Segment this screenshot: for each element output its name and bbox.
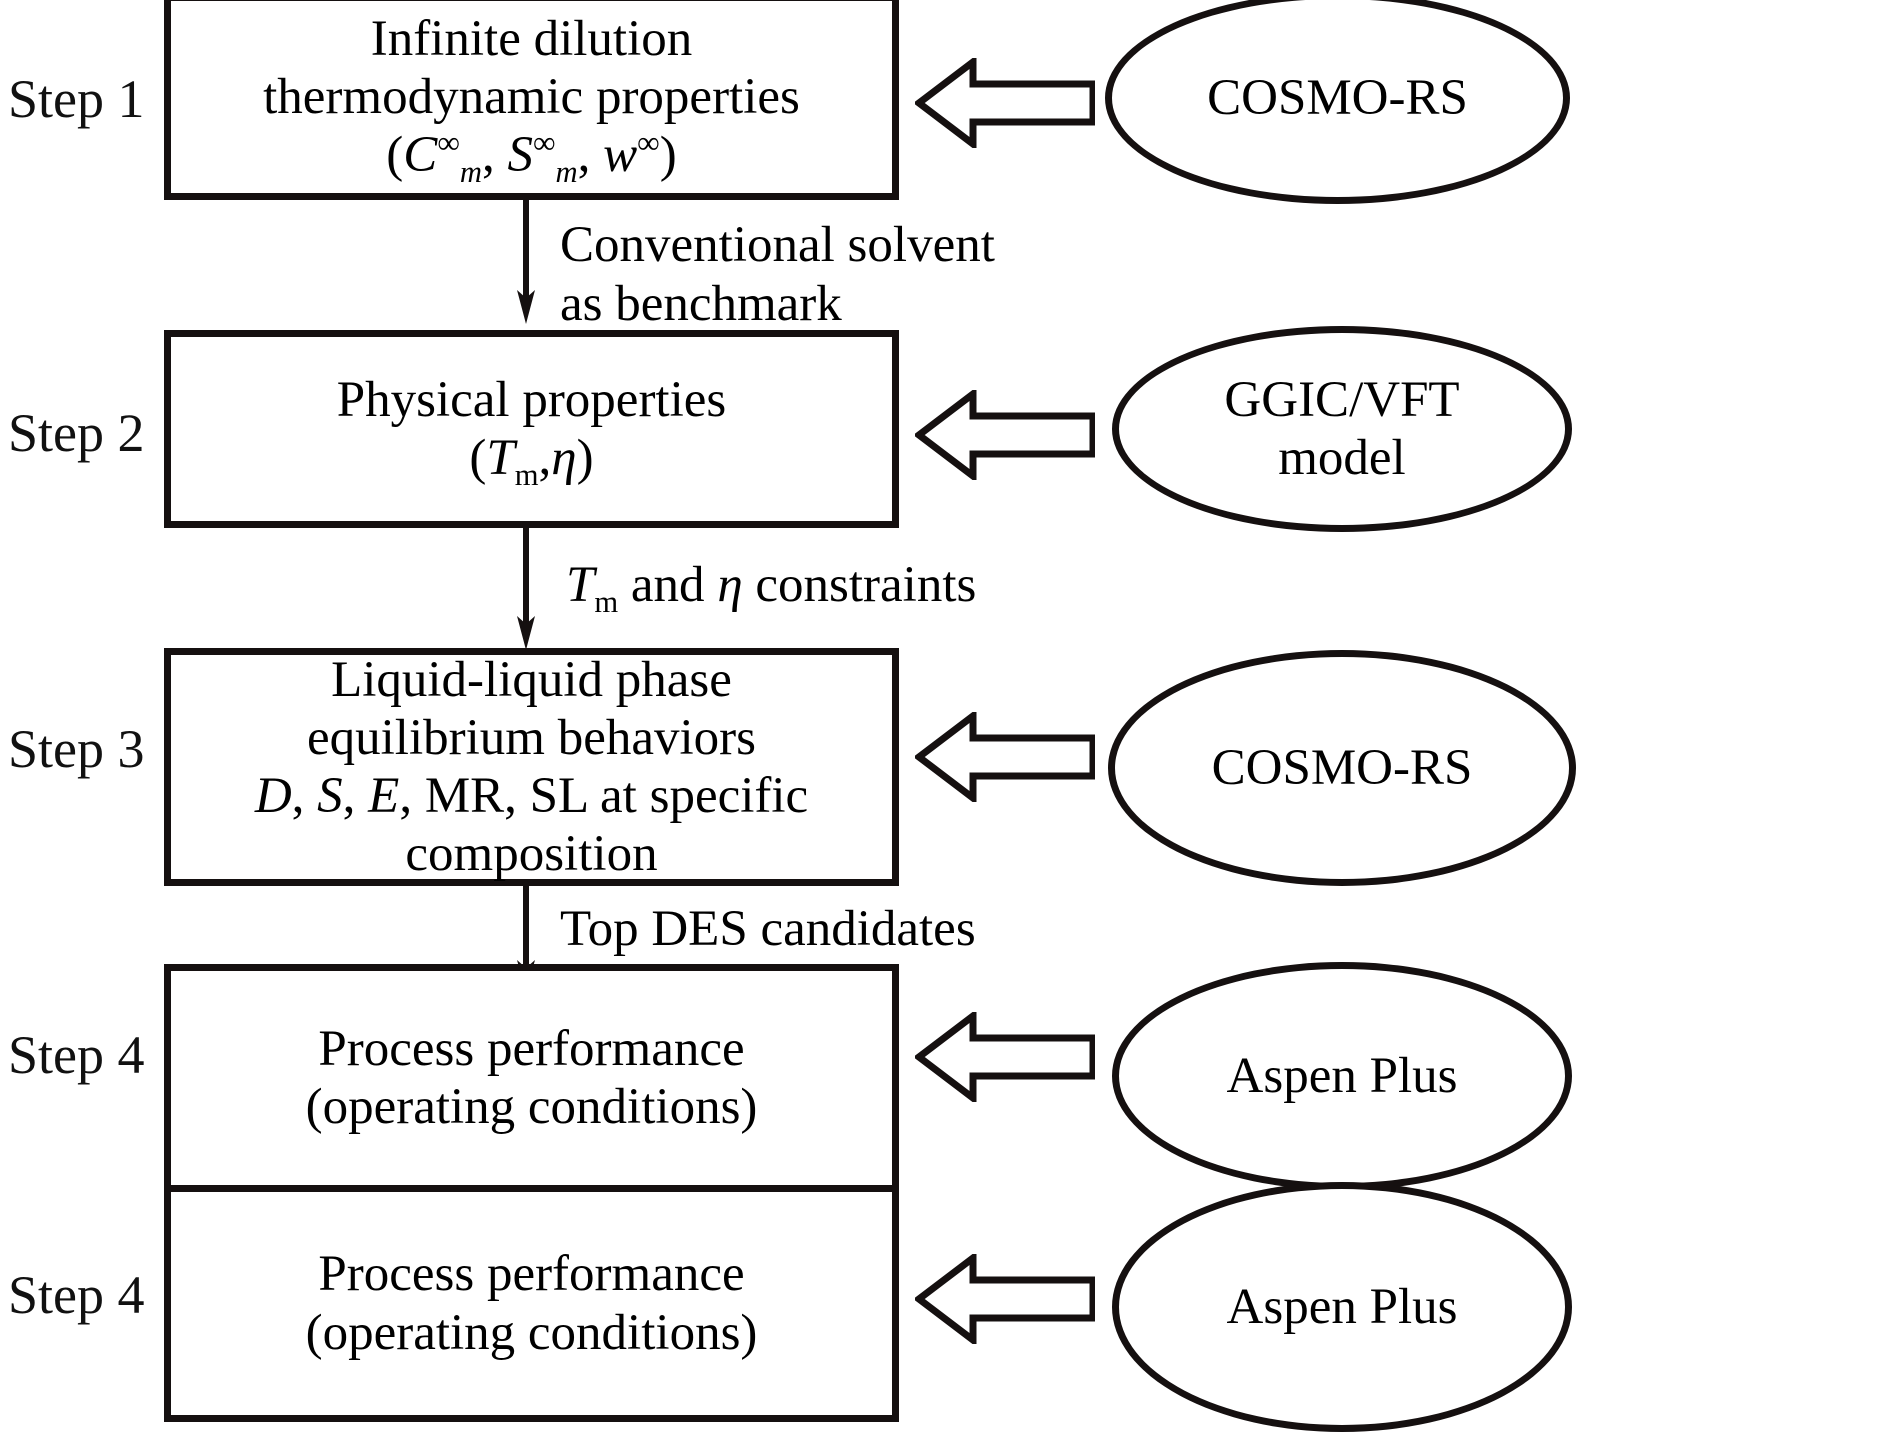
tool1-line1: COSMO-RS <box>1207 69 1468 126</box>
process-box-step3-text: Liquid-liquid phase equilibrium behavior… <box>245 651 818 884</box>
box2-line1: Physical properties <box>336 371 727 428</box>
connector-label-1-2: Conventional solvent as benchmark <box>560 216 995 334</box>
connector-arrow-1-2 <box>508 198 544 326</box>
conn2-and: and <box>618 557 718 613</box>
box2-formula: (Tm,η) <box>469 430 594 493</box>
step-label-4: Step 4 <box>8 1025 145 1085</box>
block-arrow-step1 <box>915 58 1095 148</box>
conn2-constraints: constraints <box>742 557 977 613</box>
process-box-step4: Process performance (operating condition… <box>164 964 899 1192</box>
box4-line1: Process performance <box>318 1020 745 1077</box>
box1-formula: (C∞m, S∞m, w∞) <box>386 125 677 190</box>
tool-ellipse-step2: GGIC/VFT model <box>1112 326 1572 532</box>
step-label-1: Step 1 <box>8 69 145 129</box>
block-arrow-step4-lower <box>915 1254 1095 1344</box>
connector-arrow-2-3 <box>508 526 544 652</box>
process-box-step4-lower-text: Process performance (operating condition… <box>296 1245 768 1361</box>
box3-line4: composition <box>405 826 658 883</box>
box4-line2: (operating conditions) <box>305 1079 758 1135</box>
box1-line2: thermodynamic properties <box>263 68 800 125</box>
step-label-4-lower: Step 4 <box>8 1265 145 1325</box>
process-box-step4-lower: Process performance (operating condition… <box>164 1192 899 1422</box>
tool2-line1: GGIC/VFT <box>1224 371 1460 428</box>
tool-ellipse-step4: Aspen Plus <box>1112 962 1572 1190</box>
connector-label-3-4: Top DES candidates <box>560 900 976 959</box>
connector-label-2-3: Tm and η constraints <box>566 556 977 620</box>
block-arrow-step4 <box>915 1012 1095 1102</box>
box3-line1: Liquid-liquid phase <box>331 651 732 708</box>
process-box-step2: Physical properties (Tm,η) <box>164 330 899 528</box>
step-label-2: Step 2 <box>8 403 145 463</box>
box1-line1: Infinite dilution <box>370 10 693 67</box>
box3-line3-rest: , MR, SL at specific <box>399 768 809 824</box>
box4b-line2: (operating conditions) <box>305 1304 758 1361</box>
tool-ellipse-step1-text: COSMO-RS <box>1207 69 1468 127</box>
tool2-line2: model <box>1278 430 1406 486</box>
process-box-step2-text: Physical properties (Tm,η) <box>327 371 737 493</box>
box3-line2: equilibrium behaviors <box>307 709 756 766</box>
tool-ellipse-step3: COSMO-RS <box>1108 650 1576 886</box>
tool-ellipse-step4-lower-text: Aspen Plus <box>1227 1278 1458 1336</box>
process-box-step3: Liquid-liquid phase equilibrium behavior… <box>164 648 899 886</box>
conn1-line2: as benchmark <box>560 276 842 333</box>
box4b-line1: Process performance <box>318 1246 745 1303</box>
tool-ellipse-step3-text: COSMO-RS <box>1212 739 1473 797</box>
tool3-line1: COSMO-RS <box>1211 739 1473 796</box>
step-label-3: Step 3 <box>8 719 145 779</box>
conn3-line1: Top DES candidates <box>560 901 976 957</box>
conn1-line1: Conventional solvent <box>560 217 995 273</box>
conn2-line1: Tm and η constraints <box>566 557 977 620</box>
process-box-step1-text: Infinite dilution thermodynamic properti… <box>253 10 810 190</box>
process-box-step4-text: Process performance (operating condition… <box>296 1020 768 1136</box>
block-arrow-step2 <box>915 390 1095 480</box>
tool-ellipse-step2-text: GGIC/VFT model <box>1224 371 1459 487</box>
block-arrow-step3 <box>915 712 1095 802</box>
tool-ellipse-step4-text: Aspen Plus <box>1227 1047 1458 1105</box>
tool4b-line1: Aspen Plus <box>1226 1278 1458 1335</box>
box3-line3: D, S, E, MR, SL at specific <box>254 768 809 824</box>
process-box-step1: Infinite dilution thermodynamic properti… <box>164 0 899 200</box>
tool-ellipse-step4-lower: Aspen Plus <box>1112 1182 1572 1432</box>
tool4-line1: Aspen Plus <box>1226 1047 1458 1104</box>
tool-ellipse-step1: COSMO-RS <box>1105 0 1570 204</box>
